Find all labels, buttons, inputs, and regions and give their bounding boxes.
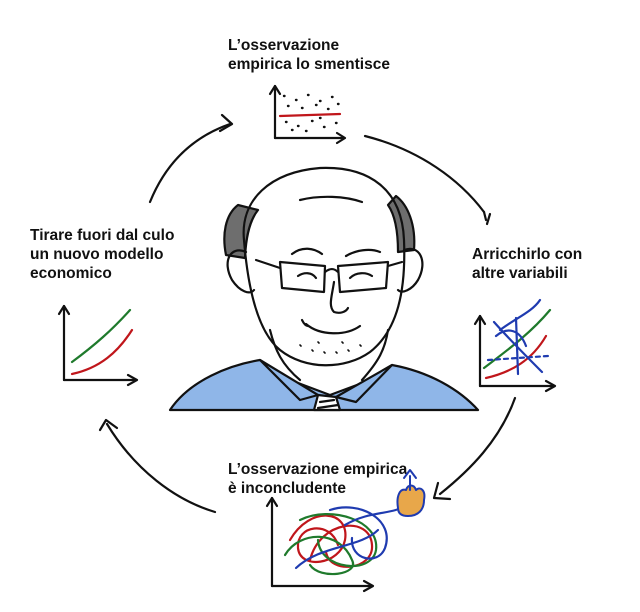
step-label-right-line-2: altre variabili	[472, 265, 568, 282]
cycle-arrow-left-to-top	[148, 113, 234, 204]
head	[242, 166, 406, 367]
step-label-right: Arricchirlo con altre variabili	[472, 245, 582, 283]
scatter-chart-icon	[268, 84, 347, 145]
tangled-chart-icon	[265, 496, 407, 593]
glasses	[254, 258, 404, 294]
portrait-illustration	[168, 166, 480, 412]
cycle-arrow-right-to-bottom	[432, 396, 517, 501]
cycle-arrow-top-to-right	[363, 134, 492, 226]
step-label-bottom-line-1: L’osservazione empirica	[228, 461, 408, 478]
right-ear	[396, 247, 424, 293]
left-ear	[226, 249, 256, 294]
smile	[304, 322, 362, 335]
step-label-right-line-1: Arricchirlo con	[472, 246, 583, 263]
pointing-hand-icon	[396, 469, 426, 517]
step-label-bottom: L’osservazione empirica è inconcludente	[228, 460, 407, 498]
cycle-arrow-bottom-to-left	[98, 418, 217, 514]
model-chart-icon	[57, 304, 139, 387]
step-label-top-line-1: L’osservazione	[228, 37, 340, 54]
step-label-bottom-line-2: è inconcludente	[228, 480, 346, 497]
step-label-left-line-1: Tirare fuori dal culo	[30, 227, 175, 244]
shirt	[168, 358, 480, 412]
step-label-left-line-3: economico	[30, 265, 112, 282]
step-label-top: L’osservazione empirica lo smentisce	[228, 36, 390, 74]
step-label-top-line-2: empirica lo smentisce	[228, 56, 390, 73]
step-label-left: Tirare fuori dal culo un nuovo modello e…	[30, 226, 174, 283]
enriched-chart-icon	[473, 298, 557, 393]
step-label-left-line-2: un nuovo modello	[30, 246, 164, 263]
